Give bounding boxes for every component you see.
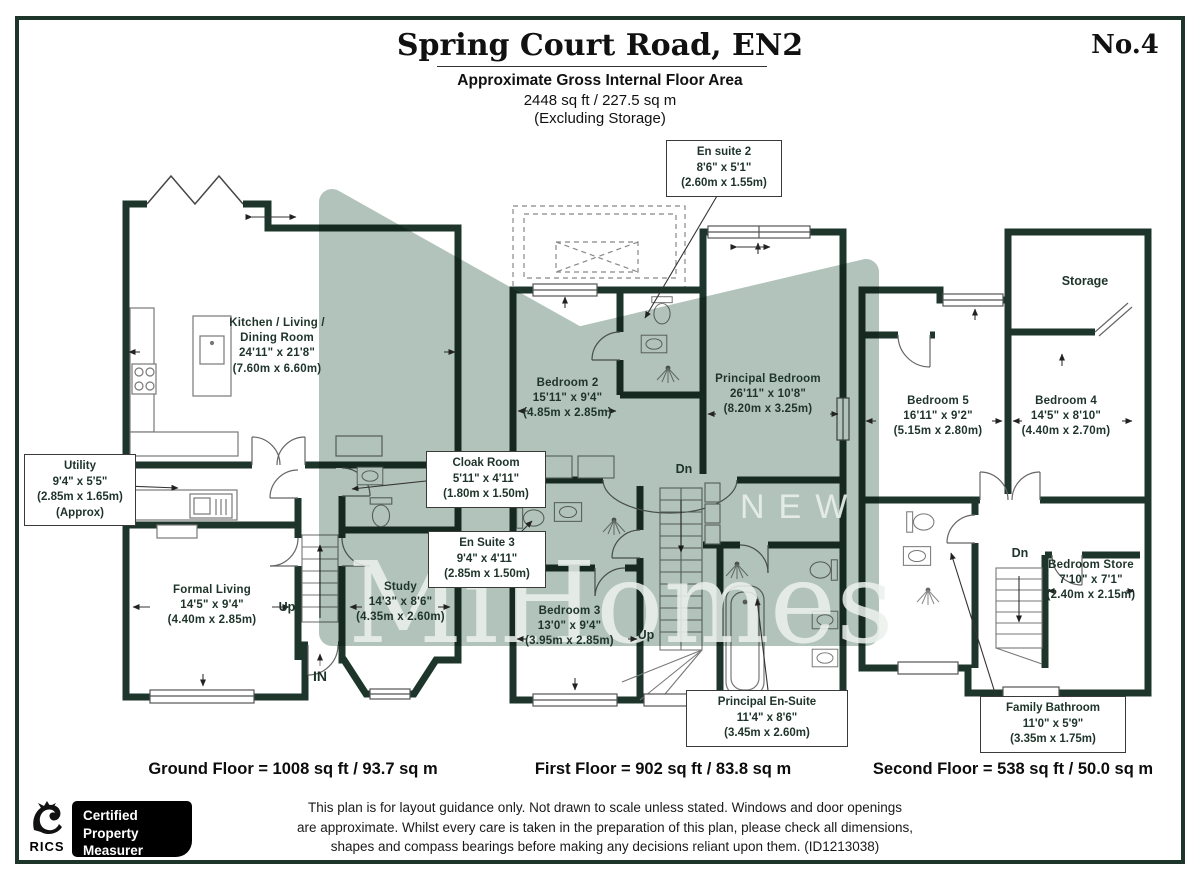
subtitle: Approximate Gross Internal Floor Area [457,72,743,89]
label-bedroom4: Bedroom 4 14'5" x 8'10" (4.40m x 2.70m) [1021,395,1111,438]
label-principal-bedroom: Principal Bedroom 26'11" x 10'8" (8.20m … [715,373,821,416]
label-stairs-dn-second: Dn [1011,546,1029,560]
page-border [15,16,1185,864]
disclaimer-text: This plan is for layout guidance only. N… [296,800,914,855]
certified-property-measurer-badge: Certified Property Measurer [72,801,192,858]
callout-utility: Utility 9'4" x 5'5" (2.85m x 1.65m) (App… [24,454,136,527]
total-area: 2448 sq ft / 227.5 sq m [523,92,677,109]
callout-en-suite-3: En Suite 3 9'4" x 4'11" (2.85m x 1.50m) [428,531,546,588]
label-stairs-dn-first: Dn [675,462,693,476]
label-formal-living: Formal Living 14'5" x 9'4" (4.40m x 2.85… [167,584,257,627]
label-stairs-up-first: Up [637,628,655,642]
watermark-shape [319,189,879,646]
storage-door [1094,302,1129,333]
callout-principal-en-suite: Principal En-Suite 11'4" x 8'6" (3.45m x… [686,690,848,747]
label-bedroom5: Bedroom 5 16'11" x 9'2" (5.15m x 2.80m) [893,395,983,438]
second-floor-plan [858,228,1152,700]
door-arcs-second [897,302,1133,586]
label-bedroom2: Bedroom 2 15'11" x 9'4" (4.85m x 2.85m) [523,377,612,420]
dimension-arrows [128,214,1135,691]
callout-cloak-room: Cloak Room 5'11" x 4'11" (1.80m x 1.50m) [426,451,546,508]
rics-wordmark: RICS [29,839,65,854]
utility-units [132,489,238,539]
label-kitchen: Kitchen / Living / Dining Room 24'11" x … [229,317,325,375]
plot-number: No.4 [1091,30,1159,60]
watermark-new-text: NEW [740,488,861,526]
ground-floor-total: Ground Floor = 1008 sq ft / 93.7 sq m [148,760,438,778]
label-stairs-up-ground: Up [278,600,296,614]
rooflight-void [512,205,686,291]
page-title: Spring Court Road, EN2 [396,28,804,63]
title-rule [437,66,767,67]
label-storage: Storage [1061,274,1109,288]
rics-logo: RICS [26,799,68,854]
callout-family-bathroom: Family Bathroom 11'0" x 5'9" (3.35m x 1.… [980,696,1126,753]
label-bedroom3: Bedroom 3 13'0" x 9'4" (3.95m x 2.85m) [525,605,614,648]
windows-ground [149,688,411,704]
stairs-second [995,567,1043,665]
watermark: NEW MiHomes [319,189,894,669]
first-floor-total: First Floor = 902 sq ft / 83.8 sq m [534,760,792,778]
excluding-note: (Excluding Storage) [534,110,666,127]
label-study: Study 14'3" x 8'6" (4.35m x 2.60m) [356,581,445,624]
second-floor-total: Second Floor = 538 sq ft / 50.0 sq m [872,760,1154,778]
rics-lion-icon [33,801,62,835]
label-bedroom-store: Bedroom Store 7'10" x 7'1" (2.40m x 2.15… [1046,559,1136,602]
callout-leader-lines [123,195,997,697]
kitchen-units [129,307,383,457]
label-entrance-in: IN [313,668,327,684]
sink-icon [199,335,225,365]
bifold-doors [146,174,244,206]
callout-en-suite-2: En suite 2 8'6" x 5'1" (2.60m x 1.55m) [666,140,782,197]
